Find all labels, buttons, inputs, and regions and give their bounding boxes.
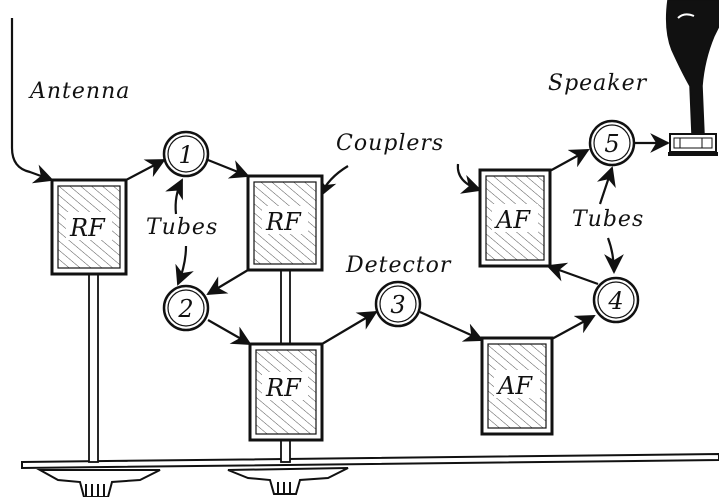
tube-5-label: 5	[604, 130, 619, 158]
coupler-rf-1: RF	[50, 178, 128, 276]
coupler-rf-1-label: RF	[69, 214, 106, 242]
tube-2: 2	[162, 284, 210, 332]
dial-left	[36, 469, 161, 497]
couplers-label: Couplers	[336, 131, 444, 156]
coupler-af-1-label: AF	[494, 206, 531, 234]
tubes-label-left: Tubes	[146, 215, 218, 240]
baseboard	[21, 452, 719, 470]
tube-2-label: 2	[177, 295, 193, 323]
coupler-rf-2-label: RF	[265, 208, 302, 236]
tube-4-label: 4	[607, 287, 623, 315]
coupler-rf-2: RF	[246, 174, 324, 272]
detector-label: Detector	[345, 253, 452, 278]
tubes-label-right: Tubes	[572, 207, 644, 232]
tube-5: 5	[588, 119, 636, 167]
label-arrows	[165, 163, 624, 286]
speaker-horn-icon	[665, 0, 719, 156]
antenna-label: Antenna	[28, 79, 130, 104]
signal-wires	[125, 133, 670, 345]
tube-4: 4	[592, 276, 640, 324]
tube-1-label: 1	[178, 141, 193, 169]
tube-1: 1	[162, 130, 210, 178]
coupler-af-1: AF	[478, 168, 552, 268]
coupler-af-2-label: AF	[496, 372, 533, 400]
coupler-rf-3: RF	[248, 342, 324, 442]
tube-3-label: 3	[390, 291, 405, 319]
coupler-rf-3-label: RF	[265, 374, 302, 402]
antenna-wire	[10, 18, 54, 184]
dial-right	[227, 467, 349, 495]
tube-3: 3	[374, 280, 422, 328]
speaker-label: Speaker	[548, 71, 648, 96]
coupler-af-2: AF	[480, 336, 554, 436]
